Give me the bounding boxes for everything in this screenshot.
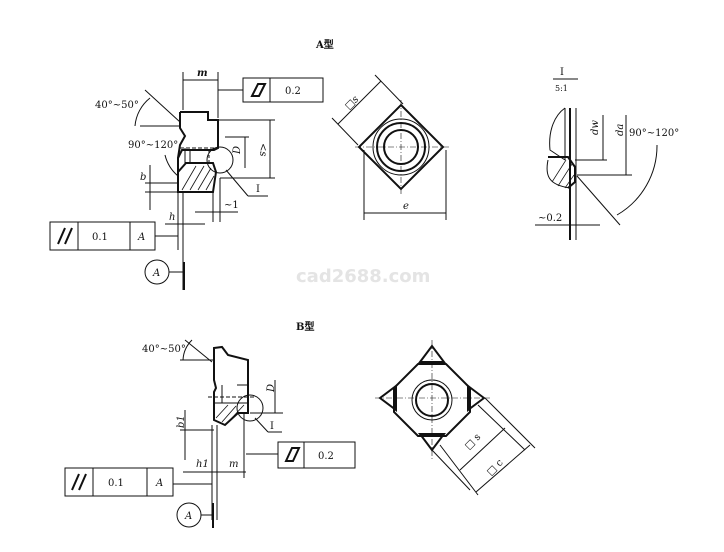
type-b-flatness-frame: 0.2: [246, 441, 356, 469]
angle-countersink: 90°~120°: [128, 140, 178, 151]
dim-da: da: [615, 124, 626, 136]
type-b-top-view: □ s □ c: [375, 340, 536, 496]
parallelism-icon: [57, 227, 73, 245]
flatness-value: 0.2: [318, 451, 334, 462]
dim-h: h: [169, 212, 175, 223]
dim-D: D: [232, 146, 243, 155]
type-a-side-view: I m 40°~50° 90°~120° D <s b ~1 h: [95, 68, 275, 290]
dim-dw: dw: [590, 120, 601, 135]
datum-label: A: [152, 268, 160, 279]
dim-approx-1: ~1: [224, 200, 239, 211]
watermark: cad2688.com: [296, 266, 430, 287]
angle-chamfer-b: 40°~50°: [142, 344, 186, 355]
dim-s-max: <s: [257, 143, 268, 157]
parallelism-datum: A: [137, 232, 145, 243]
datum-label: A: [184, 511, 192, 522]
parallelism-value: 0.1: [108, 478, 124, 489]
flatness-value: 0.2: [285, 86, 301, 97]
parallelism-value: 0.1: [92, 232, 108, 243]
detail-ref-label: I: [270, 421, 274, 432]
detail-ref-label: I: [256, 184, 260, 195]
type-a-parallelism-frame: 0.1 A: [49, 221, 178, 251]
type-b-datum: A: [176, 502, 214, 528]
dim-b: b: [140, 172, 146, 183]
type-b-side-view: I 40°~50° D b1 h1 m: [142, 339, 283, 520]
dim-D-b: D: [266, 384, 277, 393]
dim-b1: b1: [176, 415, 187, 428]
parallelism-icon: [71, 473, 87, 491]
flatness-icon: [250, 83, 267, 97]
type-a-title: A型: [315, 38, 334, 51]
dim-c-b: □ c: [485, 457, 506, 478]
dim-s: □s: [343, 94, 361, 112]
detail-angle: 90°~120°: [629, 128, 679, 139]
type-a-detail-view: I 5:1 dw da 90°~120° ~0.2: [535, 67, 679, 240]
parallelism-datum: A: [155, 478, 163, 489]
flatness-icon: [284, 447, 301, 462]
type-b-title: B型: [296, 320, 314, 333]
type-a-flatness-frame: 0.2: [218, 77, 324, 103]
dim-s-b: □ s: [463, 432, 483, 452]
type-a-datum: A: [144, 259, 185, 290]
type-a-top-view: □s e: [331, 74, 450, 220]
angle-chamfer: 40°~50°: [95, 100, 139, 111]
detail-approx: ~0.2: [538, 213, 562, 224]
dim-m: m: [197, 68, 208, 79]
detail-title: I: [560, 67, 564, 78]
dim-e: e: [403, 201, 409, 212]
dim-m-b: m: [229, 459, 238, 470]
detail-scale: 5:1: [555, 84, 568, 93]
dim-h1: h1: [196, 459, 209, 470]
type-b-parallelism-frame: 0.1 A: [64, 467, 212, 497]
